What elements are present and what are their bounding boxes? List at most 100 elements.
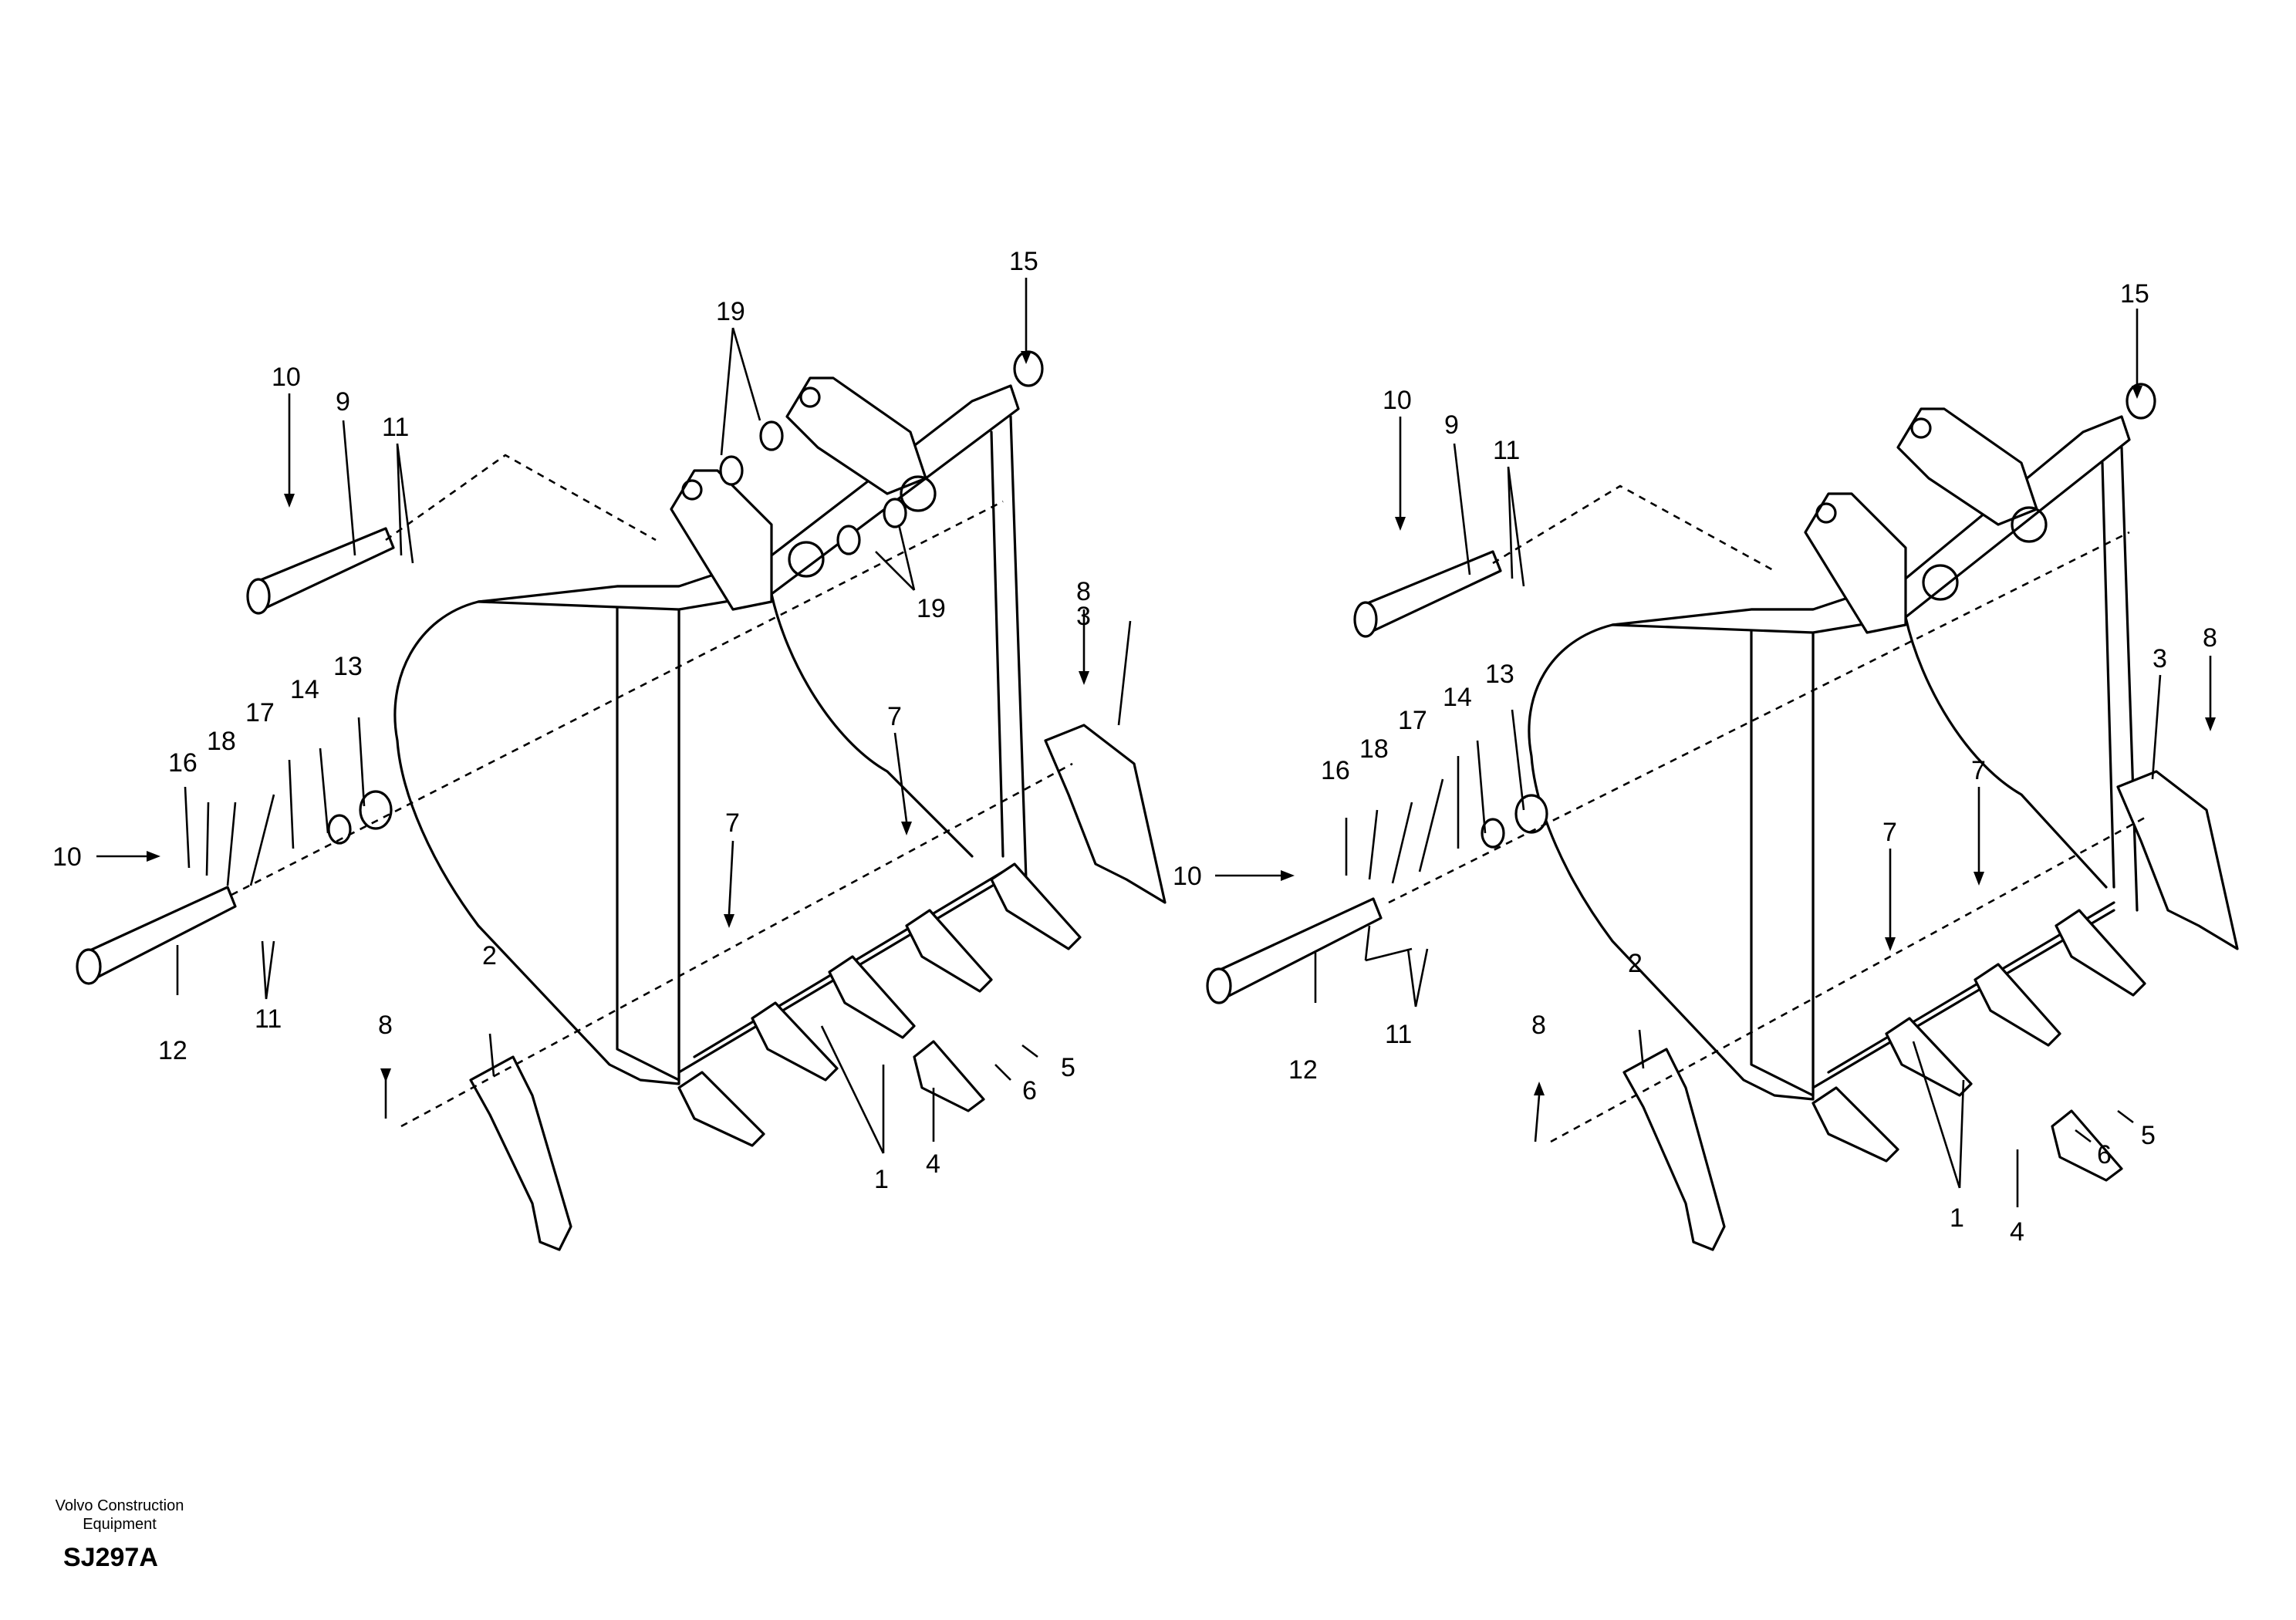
tooth-left-5 [990,862,1082,950]
callout-right-8b: 8 [1531,1011,1546,1040]
tooth-left-1 [677,1071,765,1147]
callouts-left: 10 9 11 15 19 19 8 3 7 7 16 18 17 14 13 … [52,247,1091,1194]
callout-right-17: 17 [1398,706,1427,735]
callout-left-6: 6 [1022,1076,1037,1105]
callout-left-5: 5 [1061,1053,1075,1082]
bucket-side-plate-right [1750,608,1815,1097]
lug-bore-left-1 [681,479,703,501]
lug-bore-left-2 [788,541,825,578]
loose-tooth-left [913,1040,985,1112]
bushing-13-left [359,790,393,830]
side-cutter-left-3 [1044,724,1167,904]
assembly-line-left-c [400,762,1073,1128]
lug-bore-right-2 [1922,564,1959,601]
callout-left-11b: 11 [255,1004,282,1034]
callout-right-7b: 7 [1882,818,1897,847]
callout-left-11a: 11 [382,413,409,442]
manufacturer-line-1: Volvo Construction [55,1497,184,1514]
mounting-lug-right-b [1896,407,2038,526]
lug-bore-right-3 [1910,417,1932,439]
leaders-right [1215,309,2216,1207]
callout-left-3: 3 [1076,602,1091,631]
callout-right-6: 6 [2097,1140,2112,1169]
callout-left-2: 2 [482,941,497,970]
lug-bore-right-1 [1815,502,1837,524]
callout-right-10a: 10 [1383,386,1412,415]
tooth-right-4 [2055,909,2146,997]
bucket-far-side-left [990,415,1028,881]
callout-left-10a: 10 [272,363,301,392]
pin-9-left-head [246,578,271,615]
tooth-left-4 [905,909,993,993]
ring-14-left [327,814,352,845]
pin-12-left [83,886,237,981]
callout-left-14: 14 [290,675,319,704]
assembly-line-right-b [1388,531,2130,904]
tooth-left-2 [751,1001,839,1082]
bucket-top-plate-right [1611,415,2131,634]
callout-right-2: 2 [1628,949,1643,978]
pin-12-right [1214,897,1383,1001]
callout-right-13: 13 [1485,660,1514,689]
leaders-left [96,278,1132,1154]
callout-left-16: 16 [168,748,198,778]
tooth-right-2 [1885,1017,1973,1097]
callout-right-8a: 8 [2203,623,2217,653]
pin-12-right-head [1206,967,1232,1004]
callout-left-8b: 8 [378,1011,393,1040]
bucket-assembly-right: 10 9 11 15 8 3 7 7 16 18 17 14 13 10 11 … [1173,279,2239,1251]
loose-tooth-right [2051,1109,2123,1182]
pin-9-left [253,527,395,611]
callout-left-17: 17 [245,698,275,727]
bucket-shell-left [393,585,680,1085]
ring-14-right [1481,818,1505,849]
ring-19-left-a [719,455,744,486]
lug-bore-right-4 [2011,506,2048,543]
side-cutter-right-2 [1622,1048,1726,1251]
pin-9-right [1360,550,1502,634]
bushing-15-right [2125,383,2156,420]
callout-right-11b: 11 [1385,1020,1412,1049]
side-cutter-left-2 [469,1055,572,1251]
callout-left-19b: 19 [917,594,946,623]
callout-right-15: 15 [2120,279,2149,309]
manufacturer-name: Volvo Construction Equipment [31,1497,208,1534]
bucket-inner-curve-right [1904,616,2108,889]
pin-12-left-head [76,948,102,985]
bucket-far-side-right [2101,446,2139,912]
assembly-line-left-b [231,500,1004,896]
callout-right-7a: 7 [1971,756,1986,785]
callout-right-10b: 10 [1173,862,1202,891]
callout-left-4: 4 [926,1149,940,1179]
callout-left-13: 13 [333,652,363,681]
lug-bore-left-3 [799,386,821,408]
callout-left-8a: 8 [1076,577,1091,606]
callout-left-1: 1 [874,1165,889,1194]
callout-right-5: 5 [2141,1121,2156,1150]
callout-right-14: 14 [1443,683,1472,712]
ring-19-left-b [759,420,784,451]
bucket-inner-curve-left [770,592,974,858]
tooth-right-1 [1811,1086,1899,1163]
drawing-footer: Volvo Construction Equipment SJ297A [31,1497,216,1573]
callout-right-4: 4 [2010,1217,2024,1247]
tooth-left-3 [828,955,916,1039]
lug-bore-left-4 [900,475,937,512]
callout-right-11a: 11 [1493,436,1520,465]
bucket-shell-right [1528,608,1815,1101]
callout-left-12: 12 [158,1036,187,1065]
tooth-right-3 [1974,963,2061,1047]
pin-9-right-head [1353,601,1378,638]
callout-right-1: 1 [1950,1203,1964,1233]
assembly-line-right-a [1492,484,1775,572]
ring-19-left-c [836,525,861,555]
callout-left-9: 9 [336,387,350,417]
bucket-assembly-left: 10 9 11 15 19 19 8 3 7 7 16 18 17 14 13 … [52,247,1167,1251]
ring-19-left-d [883,498,907,528]
callout-left-15: 15 [1009,247,1038,276]
callout-left-19a: 19 [716,297,745,326]
callout-left-7b: 7 [725,808,740,838]
callout-left-18: 18 [207,727,236,756]
